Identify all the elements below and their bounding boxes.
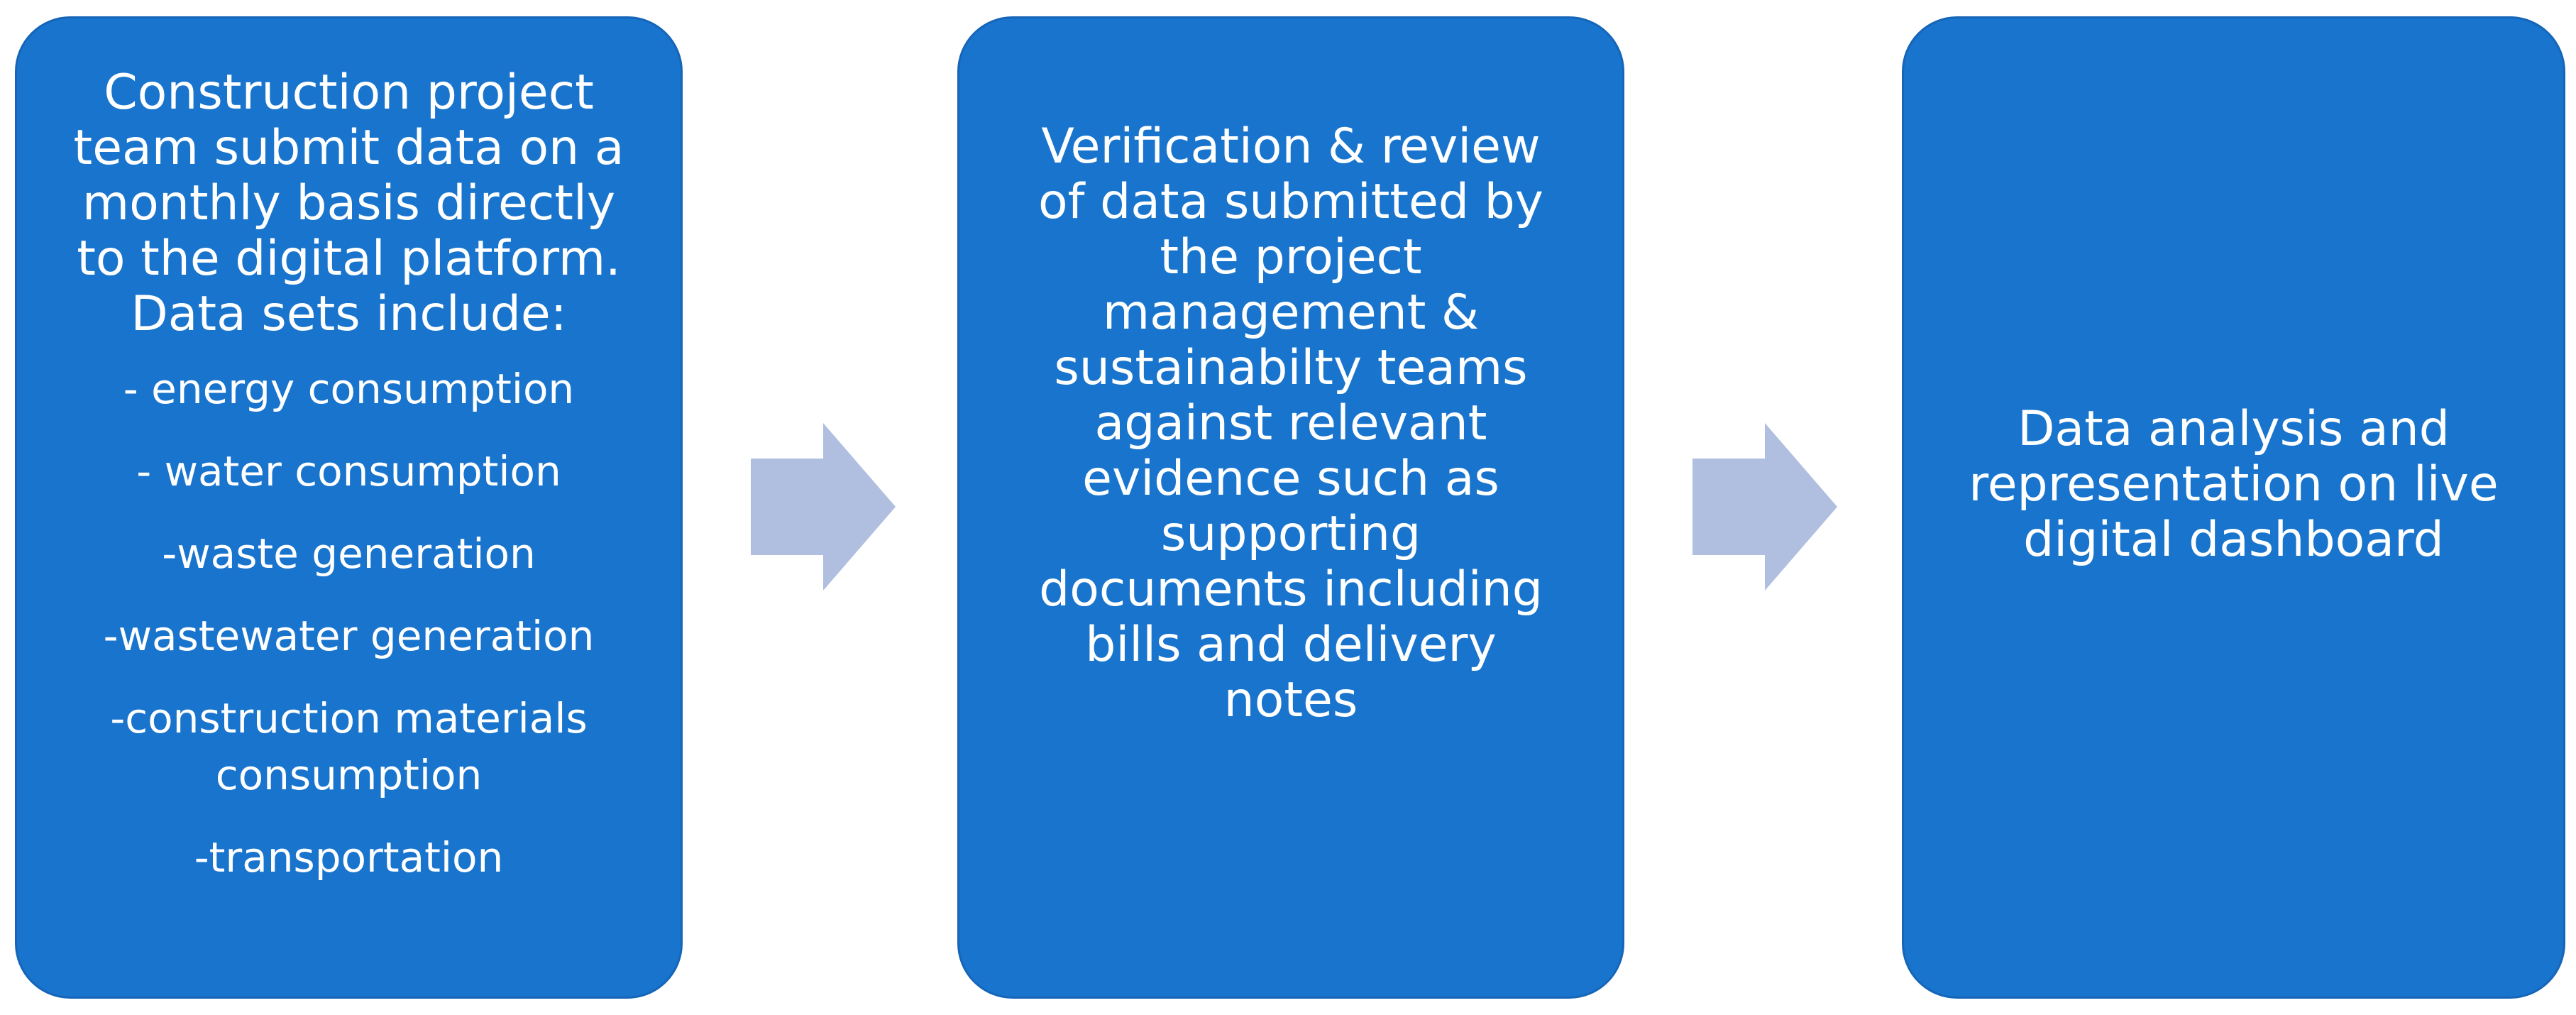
step-3-heading: Data analysis and representation on live… <box>1969 401 2499 568</box>
right-arrow-icon <box>751 423 896 591</box>
step-2-heading: Verification & review of data submitted … <box>1037 119 1544 728</box>
right-arrow-icon <box>1692 423 1837 591</box>
list-item-transportation: -transportation <box>194 833 504 882</box>
list-item-energy-consumption: - energy consumption <box>123 365 575 413</box>
list-item-construction-materials: -construction materials consumption <box>110 694 588 799</box>
list-item-waste-generation: -waste generation <box>162 530 536 578</box>
step-3-dashboard-box: Data analysis and representation on live… <box>1902 16 2565 999</box>
step-2-verification-box: Verification & review of data submitted … <box>957 16 1624 999</box>
step-1-data-submission-box: Construction project team submit data on… <box>15 16 683 999</box>
step-1-heading: Construction project team submit data on… <box>73 65 624 342</box>
step-1-data-sets-list: - energy consumption - water consumption… <box>75 361 623 911</box>
list-item-water-consumption: - water consumption <box>136 447 561 495</box>
list-item-wastewater-generation: -wastewater generation <box>103 612 595 660</box>
